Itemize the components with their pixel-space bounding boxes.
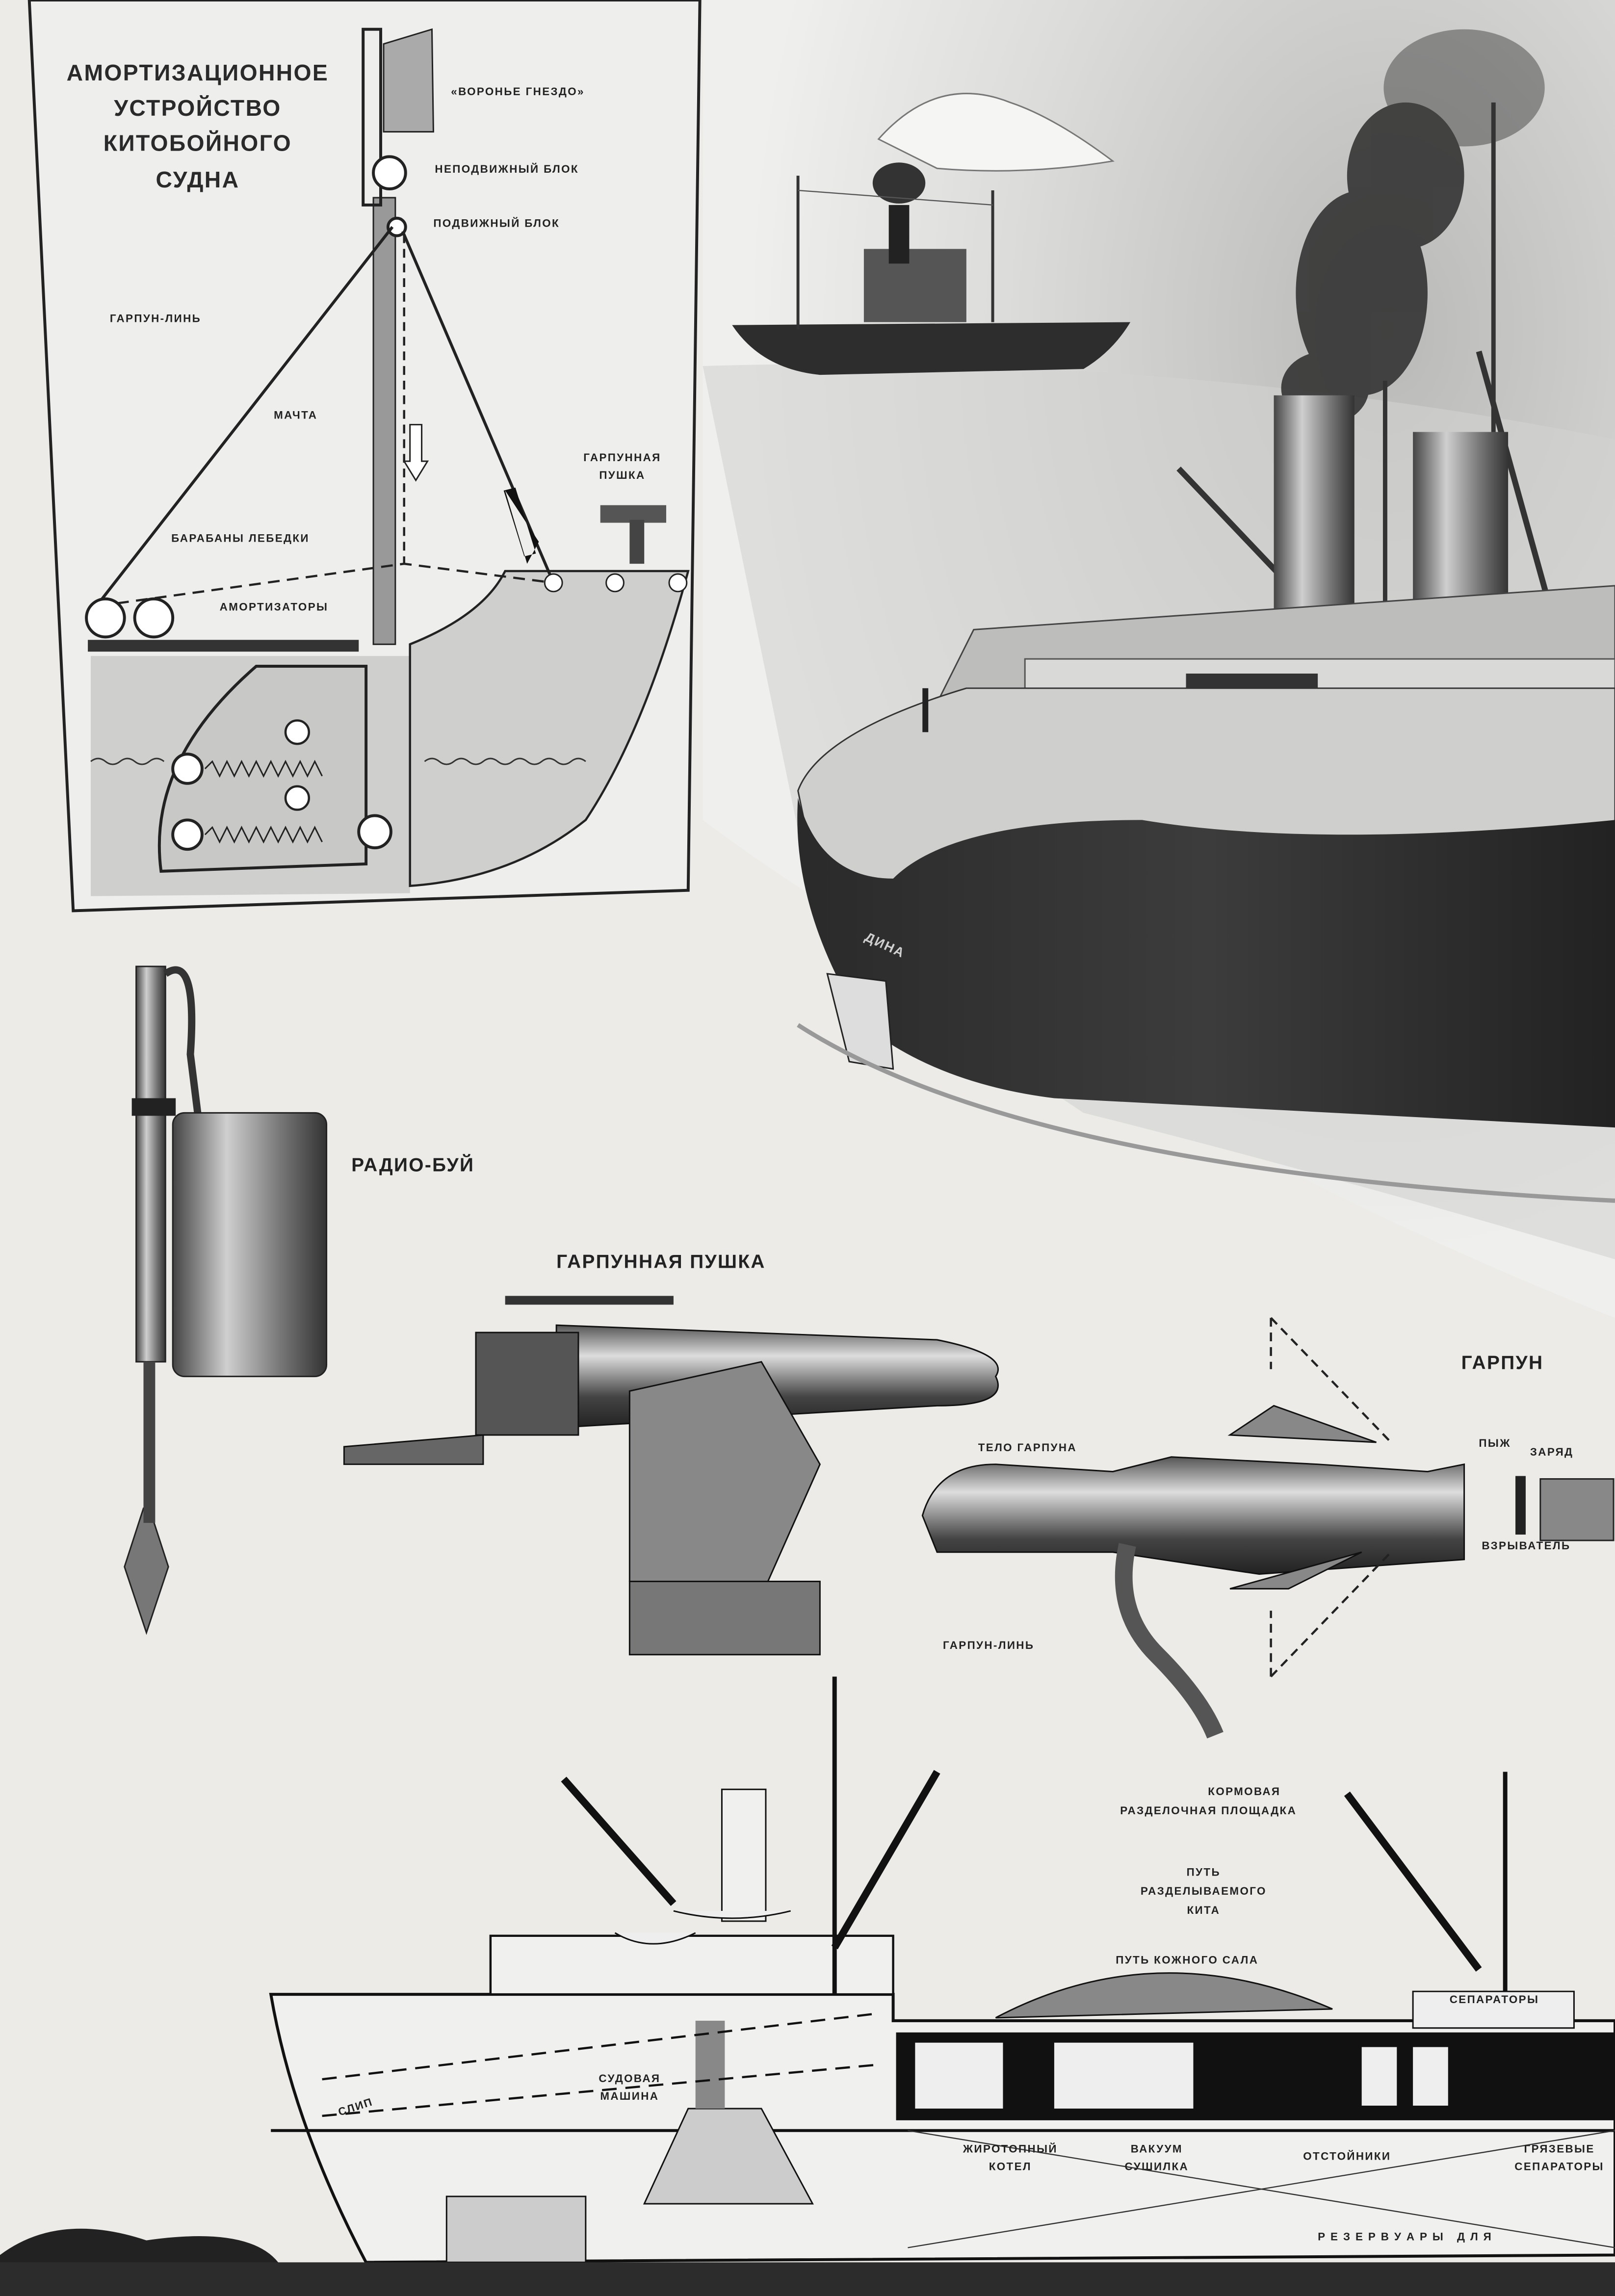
label-inset-gun-2: ПУШКА xyxy=(599,469,645,481)
inset-title-line-1: АМОРТИЗАЦИОННОЕ xyxy=(67,60,329,85)
label-mud-separators-1: ГРЯЗЕВЫЕ xyxy=(1524,2143,1595,2155)
label-whale-path-1: ПУТЬ xyxy=(1187,1866,1221,1878)
label-engine-2: МАШИНА xyxy=(600,2090,659,2102)
label-dryer-1: ВАКУУМ xyxy=(1131,2143,1183,2155)
factory-ship-cross-section: КОРМОВАЯ РАЗДЕЛОЧНАЯ ПЛОЩАДКА ПУТЬ РАЗДЕ… xyxy=(0,1676,1615,2296)
label-inset-gun-1: ГАРПУННАЯ xyxy=(583,451,661,464)
label-engine-1: СУДОВАЯ xyxy=(599,2072,660,2085)
label-shock-absorbers: АМОРТИЗАТОРЫ xyxy=(220,601,329,613)
label-tanks: Р Е З Е Р В У А Р Ы Д Л Я xyxy=(1318,2231,1492,2243)
label-whale-path-2: РАЗДЕЛЫВАЕМОГО xyxy=(1141,1885,1267,1897)
radio-buoy-label: РАДИО-БУЙ xyxy=(351,1154,474,1176)
label-movable-block: ПОДВИЖНЫЙ БЛОК xyxy=(433,217,560,230)
label-boiler-2: КОТЕЛ xyxy=(989,2160,1032,2172)
harpoon-charge-label: ЗАРЯД xyxy=(1530,1446,1574,1458)
inset-title-line-4: СУДНА xyxy=(156,167,239,192)
harpoon-line-label: ГАРПУН-ЛИНЬ xyxy=(943,1639,1034,1651)
inset-title-line-3: КИТОБОЙНОГО xyxy=(104,130,292,156)
smoke-plume xyxy=(1281,29,1545,425)
harpoon-wad-label: ПЫЖ xyxy=(1479,1437,1511,1449)
label-harpoon-line-inset: ГАРПУН-ЛИНЬ xyxy=(110,313,201,325)
inset-title-line-2: УСТРОЙСТВО xyxy=(114,95,281,121)
harpoon-gun-illustration: ГАРПУННАЯ ПУШКА xyxy=(343,1252,999,1656)
harpoon-body-label: ТЕЛО ГАРПУНА xyxy=(978,1441,1077,1454)
label-mud-separators-2: СЕПАРАТОРЫ xyxy=(1514,2160,1604,2172)
label-crows-nest: «ВОРОНЬЕ ГНЕЗДО» xyxy=(451,85,585,98)
label-stern-platform-1: КОРМОВАЯ xyxy=(1208,1785,1280,1798)
label-winch-drums: БАРАБАНЫ ЛЕБЕДКИ xyxy=(171,532,310,544)
whale-catcher-boat xyxy=(732,93,1131,375)
harpoon-gun-label: ГАРПУННАЯ ПУШКА xyxy=(556,1252,766,1273)
label-dryer-2: СУШИЛКА xyxy=(1125,2160,1189,2172)
label-whale-path-3: КИТА xyxy=(1187,1904,1220,1916)
label-fixed-block: НЕПОДВИЖНЫЙ БЛОК xyxy=(435,163,579,175)
label-stern-platform-2: РАЗДЕЛОЧНАЯ ПЛОЩАДКА xyxy=(1120,1804,1297,1817)
label-blubber-path: ПУТЬ КОЖНОГО САЛА xyxy=(1116,1954,1258,1966)
harpoon-illustration: ГАРПУН ТЕЛО ГАРПУНА ПЫЖ ЗАРЯД ВЗРЫВАТЕЛЬ… xyxy=(921,1317,1615,1739)
harpoon-fuse-label: ВЗРЫВАТЕЛЬ xyxy=(1482,1539,1570,1552)
shock-absorber-diagram: АМОРТИЗАЦИОННОЕ УСТРОЙСТВО КИТОБОЙНОГО С… xyxy=(27,0,702,913)
label-mast: МАЧТА xyxy=(274,409,317,421)
label-separators: СЕПАРАТОРЫ xyxy=(1450,1993,1539,2006)
radio-buoy-illustration: РАДИО-БУЙ xyxy=(124,965,474,1635)
factory-ship-illustration: ДИНА xyxy=(797,102,1615,1203)
harpoon-title: ГАРПУН xyxy=(1461,1353,1544,1374)
label-boiler-1: ЖИРОТОПНЫЙ xyxy=(963,2143,1058,2155)
label-settlers: ОТСТОЙНИКИ xyxy=(1303,2150,1391,2162)
